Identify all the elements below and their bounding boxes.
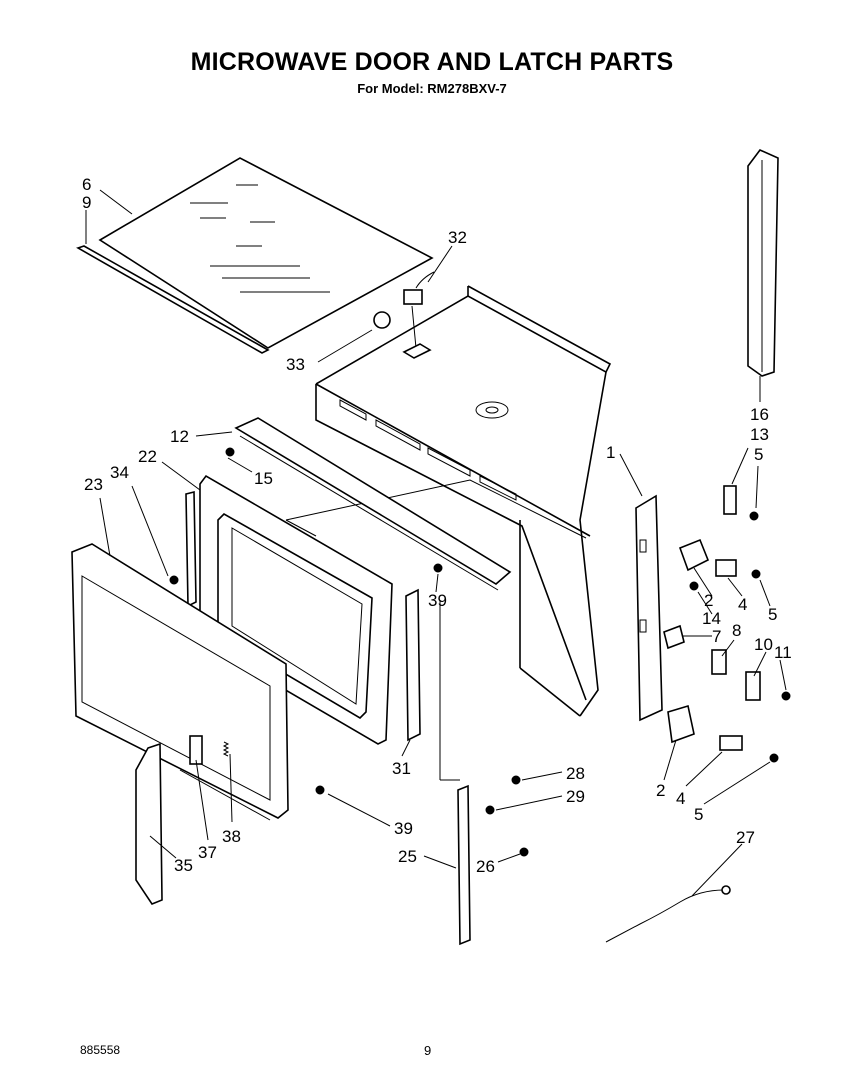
callout-4-upper: 4 <box>738 595 747 614</box>
callout-31: 31 <box>392 759 411 778</box>
callout-13: 13 <box>750 425 769 444</box>
callout-12: 12 <box>170 427 189 446</box>
part-outer-door <box>71 543 289 819</box>
callout-8: 8 <box>732 621 741 640</box>
callout-14: 14 <box>702 609 721 628</box>
page-number: 9 <box>424 1043 432 1058</box>
callout-10: 10 <box>754 635 773 654</box>
part-cabinet <box>285 285 612 717</box>
callout-16: 16 <box>750 405 769 424</box>
callout-5-mid: 5 <box>768 605 777 624</box>
callout-4-lower: 4 <box>676 789 685 808</box>
part-glass-panel <box>98 157 434 349</box>
part-trim-strip <box>76 245 270 354</box>
part-spring-latch <box>179 735 271 821</box>
part-sensor-cable <box>605 885 731 943</box>
model-subtitle: For Model: RM278BXV-7 <box>357 81 507 96</box>
callout-29: 29 <box>566 787 585 806</box>
part-screws <box>169 447 791 857</box>
page-title: MICROWAVE DOOR AND LATCH PARTS <box>190 48 674 76</box>
callout-labels: 6 9 32 33 16 13 5 12 15 1 22 34 23 39 2 … <box>82 175 792 876</box>
callout-15: 15 <box>254 469 273 488</box>
callout-35: 35 <box>174 856 193 875</box>
part-right-bracket <box>635 494 663 722</box>
callout-11: 11 <box>774 643 792 662</box>
callout-27: 27 <box>736 828 755 847</box>
callout-39-lower: 39 <box>394 819 413 838</box>
part-tall-channel <box>747 149 779 377</box>
document-number: 885558 <box>80 1043 121 1057</box>
callout-22: 22 <box>138 447 157 466</box>
part-vertical-channel <box>405 588 421 742</box>
callout-23: 23 <box>84 475 103 494</box>
callout-37: 37 <box>198 843 217 862</box>
callout-2-upper: 2 <box>704 591 713 610</box>
callout-9: 9 <box>82 193 91 212</box>
callout-2-lower: 2 <box>656 781 665 800</box>
part-top-bar <box>234 417 512 591</box>
part-latch-plate <box>439 600 471 946</box>
callout-5-lower: 5 <box>694 805 703 824</box>
callout-26: 26 <box>476 857 495 876</box>
callout-32: 32 <box>448 228 467 247</box>
part-lamp <box>373 271 435 359</box>
callout-25: 25 <box>398 847 417 866</box>
callout-33: 33 <box>286 355 305 374</box>
callout-28: 28 <box>566 764 585 783</box>
part-inner-door <box>199 474 393 745</box>
leader-lines <box>85 189 787 897</box>
callout-39-upper: 39 <box>428 591 447 610</box>
part-hinge-strip <box>185 490 197 608</box>
callout-34: 34 <box>110 463 129 482</box>
part-switches <box>663 485 761 751</box>
callout-6: 6 <box>82 175 91 194</box>
part-side-latch <box>135 742 163 905</box>
callout-38: 38 <box>222 827 241 846</box>
callout-5-top: 5 <box>754 445 763 464</box>
callout-1: 1 <box>606 443 615 462</box>
callout-7: 7 <box>712 627 721 646</box>
